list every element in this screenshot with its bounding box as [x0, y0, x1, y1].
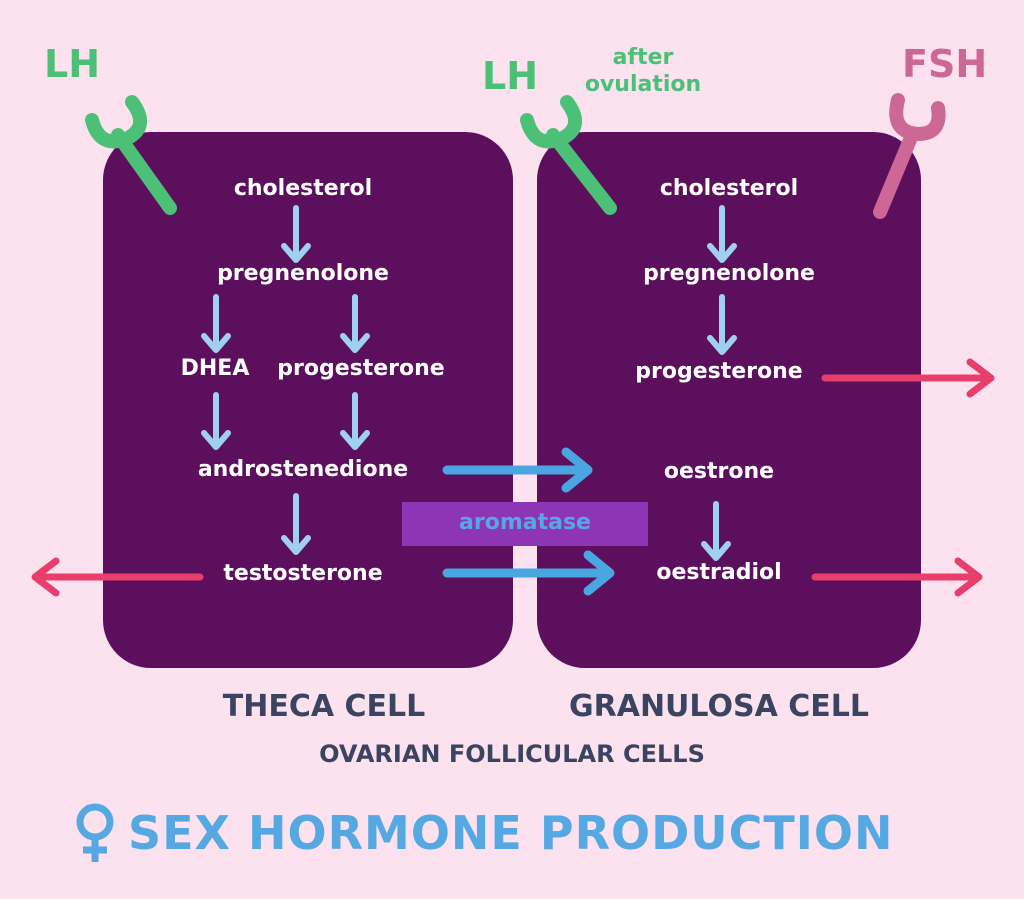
- theca-progesterone: progesterone: [277, 356, 445, 381]
- female-symbol-icon: [76, 803, 114, 862]
- theca-androstenedione: androstenedione: [197, 457, 409, 482]
- page-title: SEX HORMONE PRODUCTION: [128, 806, 894, 860]
- theca-pregnenolone: pregnenolone: [217, 261, 389, 286]
- title-block: SEX HORMONE PRODUCTION: [70, 798, 894, 868]
- granulosa-cell-caption: GRANULOSA CELL: [569, 689, 869, 724]
- subtitle: OVARIAN FOLLICULAR CELLS: [319, 740, 705, 768]
- granulosa-cholesterol: cholesterol: [659, 176, 799, 201]
- theca-cell: [103, 132, 513, 668]
- granulosa-oestrone: oestrone: [663, 459, 775, 484]
- theca-cell-caption: THECA CELL: [222, 689, 426, 724]
- granulosa-oestradiol: oestradiol: [656, 560, 782, 585]
- after-ovulation-label: after ovulation: [584, 45, 702, 97]
- aromatase-enzyme-box: aromatase: [402, 502, 648, 546]
- theca-dhea: DHEA: [180, 356, 250, 381]
- theca-testosterone: testosterone: [223, 561, 383, 586]
- granulosa-cell: [537, 132, 921, 668]
- granulosa-pregnenolone: pregnenolone: [643, 261, 815, 286]
- theca-lh-label: LH: [44, 42, 101, 86]
- fsh-label: FSH: [902, 42, 988, 86]
- granulosa-lh-label: LH: [482, 54, 539, 98]
- theca-cholesterol: cholesterol: [233, 176, 373, 201]
- granulosa-progesterone: progesterone: [635, 359, 803, 384]
- aromatase-label: aromatase: [459, 510, 591, 535]
